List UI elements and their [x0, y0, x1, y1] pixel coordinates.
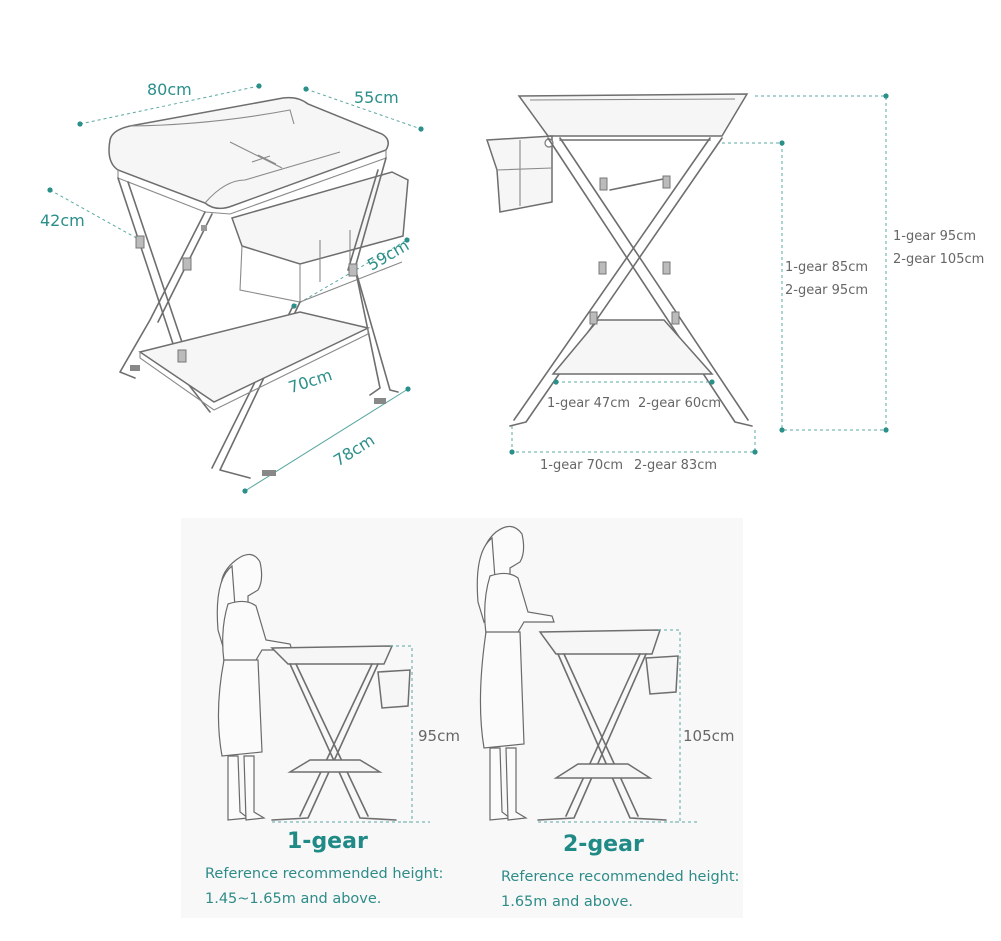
- shelf-width-gear1: 1-gear 47cm: [547, 396, 631, 411]
- gear2-title: 2-gear: [563, 832, 644, 857]
- shelf-width-gear2: 2-gear 60cm: [638, 396, 722, 411]
- gear2-height-label: 105cm: [683, 727, 735, 745]
- dim-line-gear2-height: [658, 629, 681, 823]
- dim-line-depth: [305, 88, 422, 130]
- gear1-reference-line1: Reference recommended height:: [205, 866, 444, 882]
- side-view-changing-table: [485, 93, 889, 455]
- depth-label: 55cm: [354, 88, 399, 107]
- dim-line-gear1-height: [390, 645, 413, 823]
- woman-figure-2: [476, 525, 555, 821]
- dim-line-height-side: [49, 189, 141, 241]
- isometric-changing-table: [47, 83, 424, 494]
- woman-figure-1: [216, 553, 293, 821]
- gear2-scene: [476, 525, 700, 823]
- gear1-scene: [216, 553, 430, 823]
- dim-line-table-height: [722, 142, 783, 430]
- gear2-reference-line2: 1.65m and above.: [501, 894, 633, 910]
- table-height-gear1: 1-gear 85cm: [785, 260, 869, 275]
- gear2-reference-line1: Reference recommended height:: [501, 869, 740, 885]
- base-width-gear1: 1-gear 70cm: [540, 458, 624, 473]
- dim-line-width: [79, 85, 260, 125]
- width-label: 80cm: [147, 80, 192, 99]
- dim-line-basket: [293, 239, 408, 307]
- dim-line-base-width: [511, 426, 756, 453]
- base-width-gear2: 2-gear 83cm: [634, 458, 718, 473]
- usage-height-panel: [181, 518, 743, 918]
- gear1-height-label: 95cm: [418, 727, 460, 745]
- gear1-reference-line2: 1.45~1.65m and above.: [205, 891, 382, 907]
- gear1-title: 1-gear: [287, 829, 368, 854]
- side-height-label: 42cm: [40, 211, 85, 230]
- total-height-gear2: 2-gear 105cm: [893, 252, 985, 267]
- dim-line-total-height: [755, 95, 887, 431]
- table-height-gear2: 2-gear 95cm: [785, 283, 869, 298]
- total-height-gear1: 1-gear 95cm: [893, 229, 977, 244]
